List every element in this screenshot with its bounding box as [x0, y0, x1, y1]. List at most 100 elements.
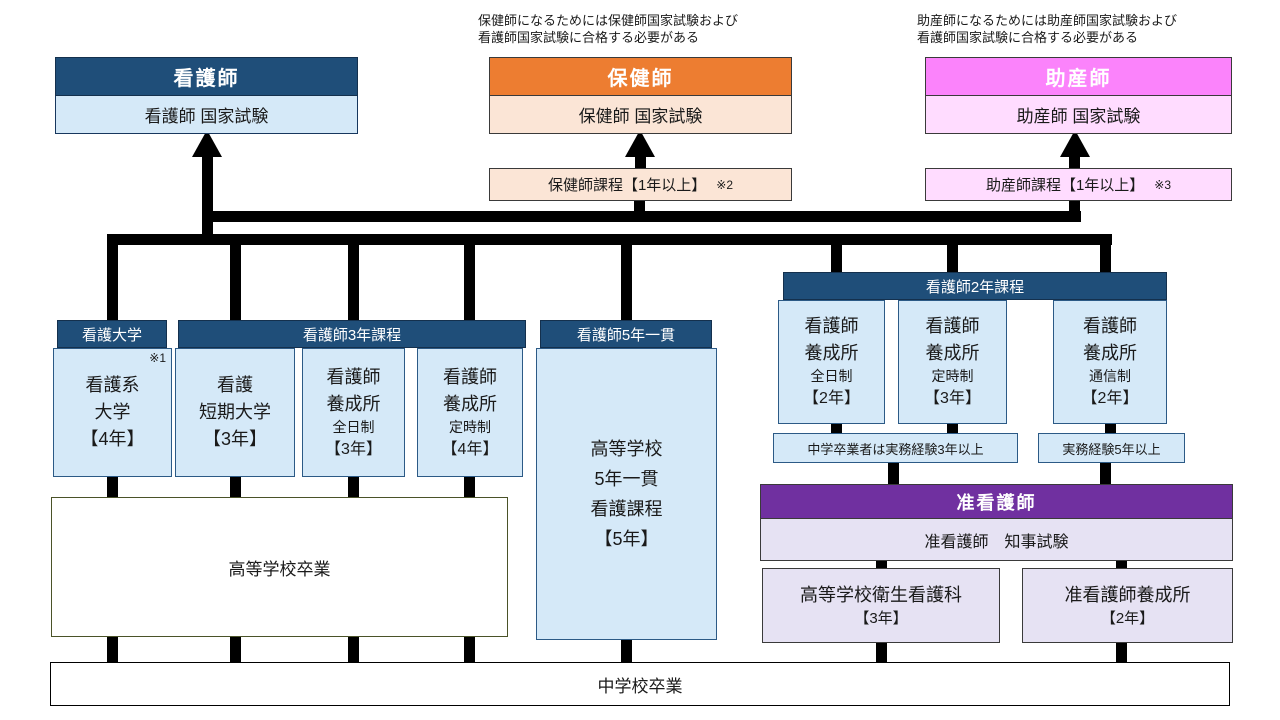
josanshi-title: 助産師 [925, 57, 1232, 96]
tsushin2-line2: 養成所 [1083, 343, 1137, 363]
zennichi3-years: 【3年】 [325, 440, 382, 458]
jun-kangoshi-box: 准看護師 准看護師 知事試験 [760, 484, 1233, 561]
univ-ref: ※1 [149, 351, 166, 365]
univ-line3: 【4年】 [80, 429, 145, 449]
fiveyear-line4: 【5年】 [594, 529, 659, 549]
connector-tandai-highschool [230, 475, 241, 499]
connector-drop-zennichi3 [348, 243, 359, 322]
zennichi2-sub: 全日制 [810, 368, 853, 384]
univ-route-header: 看護大学 [57, 320, 167, 348]
tsushin2-box: 看護師 養成所 通信制 【2年】 [1053, 300, 1167, 424]
teiji3-box: 看護師 養成所 定時制 【4年】 [417, 348, 523, 477]
connector-lower-bus [107, 234, 1112, 245]
connector-teiji3-highschool [464, 475, 475, 499]
connector-highschool-juniorhigh-3 [348, 634, 359, 664]
connector-zennichi3-highschool [348, 475, 359, 499]
connector-jun-eisei [876, 555, 887, 570]
tandai-box: 看護 短期大学 【3年】 [175, 348, 295, 477]
juniorhigh-grad-box: 中学校卒業 [50, 662, 1230, 706]
josanshi-license-box: 助産師 助産師 国家試験 [925, 57, 1232, 134]
kangoshi-license-box: 看護師 看護師 国家試験 [55, 57, 358, 134]
teiji3-sub: 定時制 [449, 418, 491, 435]
teiji2-line1: 看護師 [925, 316, 980, 336]
zennichi2-box: 看護師 養成所 全日制 【2年】 [778, 300, 885, 424]
teiji3-years: 【4年】 [441, 440, 499, 458]
tandai-line3: 【3年】 [202, 429, 267, 449]
connector-drop-tsushin2 [1100, 243, 1111, 274]
arrow-up-josanshi-icon [1060, 130, 1090, 157]
univ-box: ※1 看護系 大学 【4年】 [53, 348, 172, 477]
eisei-name: 高等学校衛生看護科 [800, 584, 962, 605]
connector-drop-zennichi2 [831, 243, 842, 274]
teiji3-line1: 看護師 [443, 366, 497, 387]
eisei-years: 【3年】 [854, 609, 908, 627]
connector-highschool-juniorhigh-2 [230, 634, 241, 664]
josanshi-course-ref: ※3 [1154, 177, 1172, 192]
twoyear-route-header: 看護師2年課程 [783, 272, 1167, 300]
hokenshi-title: 保健師 [489, 57, 792, 96]
tandai-line2: 短期大学 [199, 402, 271, 422]
teiji2-sub: 定時制 [931, 368, 974, 384]
highschool-grad-box: 高等学校卒業 [51, 497, 508, 637]
fiveyear-line1: 高等学校 [590, 439, 663, 459]
connector-expnoteleft-jun [888, 461, 899, 486]
jun-kangoshi-title: 准看護師 [760, 484, 1233, 519]
hokenshi-exam-label: 保健師 国家試験 [489, 96, 792, 134]
zennichi3-line2: 養成所 [326, 393, 381, 414]
tandai-line1: 看護 [217, 375, 253, 395]
tsushin2-sub: 通信制 [1089, 368, 1131, 384]
zennichi3-line1: 看護師 [326, 366, 381, 387]
zennichi3-box: 看護師 養成所 全日制 【3年】 [302, 348, 405, 477]
zennichi2-years: 【2年】 [803, 390, 860, 407]
tsushin2-years: 【2年】 [1081, 390, 1139, 407]
hokenshi-course-label: 保健師課程【1年以上】 [547, 177, 707, 194]
univ-line2: 大学 [94, 402, 131, 422]
fiveyear-line3: 看護課程 [590, 499, 663, 519]
connector-yousei-juniorhigh [1116, 641, 1127, 664]
hokenshi-note-line2: 看護師国家試験に合格する必要がある [478, 30, 700, 45]
univ-line1: 看護系 [85, 375, 140, 395]
yousei-name: 准看護師養成所 [1064, 584, 1191, 605]
hokenshi-note-line1: 保健師になるためには保健師国家試験および [478, 13, 739, 28]
eisei-kangoka-box: 高等学校衛生看護科 【3年】 [762, 568, 1000, 643]
connector-josanshi-course-stub [1069, 199, 1080, 213]
connector-jun-yousei [1116, 555, 1127, 570]
connector-hokenshi-course-stub [634, 199, 645, 213]
connector-main-shaft [202, 154, 213, 245]
connector-drop-univ [107, 243, 118, 322]
hokenshi-course-ref: ※2 [716, 177, 734, 192]
zennichi2-line1: 看護師 [804, 316, 859, 336]
connector-eisei-juniorhigh [876, 641, 887, 664]
kangoshi-title: 看護師 [55, 57, 358, 96]
yousei-years: 【2年】 [1100, 609, 1155, 627]
connector-highschool-juniorhigh-4 [464, 634, 475, 664]
connector-drop-fiveyear [621, 243, 632, 322]
arrow-up-hokenshi-icon [625, 130, 655, 157]
hokenshi-license-box: 保健師 保健師 国家試験 [489, 57, 792, 134]
connector-upper-bus [202, 211, 1081, 222]
connector-fiveyear-juniorhigh [621, 638, 632, 664]
hokenshi-course-box: 保健師課程【1年以上】 ※2 [489, 168, 792, 201]
jun-yoseijo-box: 准看護師養成所 【2年】 [1022, 568, 1233, 643]
teiji2-box: 看護師 養成所 定時制 【3年】 [898, 300, 1007, 424]
fiveyear-route-header: 看護師5年一貫 [540, 320, 712, 348]
teiji2-line2: 養成所 [925, 343, 980, 363]
connector-univ-highschool [107, 475, 118, 499]
josanshi-course-label: 助産師課程【1年以上】 [985, 177, 1145, 194]
hokenshi-note: 保健師になるためには保健師国家試験および 看護師国家試験に合格する必要がある [478, 12, 738, 46]
kangoshi-exam-label: 看護師 国家試験 [55, 96, 358, 134]
zennichi3-sub: 全日制 [332, 418, 375, 435]
connector-drop-tandai [230, 243, 241, 322]
exp-note-right: 実務経験5年以上 [1038, 433, 1185, 463]
jun-kangoshi-exam-label: 准看護師 知事試験 [760, 519, 1233, 561]
connector-teiji2-expnote [947, 422, 958, 435]
connector-drop-teiji2 [947, 243, 958, 274]
arrow-up-kangoshi-icon [192, 130, 222, 157]
josanshi-note: 助産師になるためには助産師国家試験および 看護師国家試験に合格する必要がある [917, 12, 1177, 46]
connector-hokenshi-arrow-shaft [635, 155, 646, 169]
connector-expnoteright-jun [1100, 461, 1111, 486]
exp-note-left: 中学卒業者は実務経験3年以上 [773, 433, 1018, 463]
josanshi-course-box: 助産師課程【1年以上】 ※3 [925, 168, 1232, 201]
josanshi-exam-label: 助産師 国家試験 [925, 96, 1232, 134]
